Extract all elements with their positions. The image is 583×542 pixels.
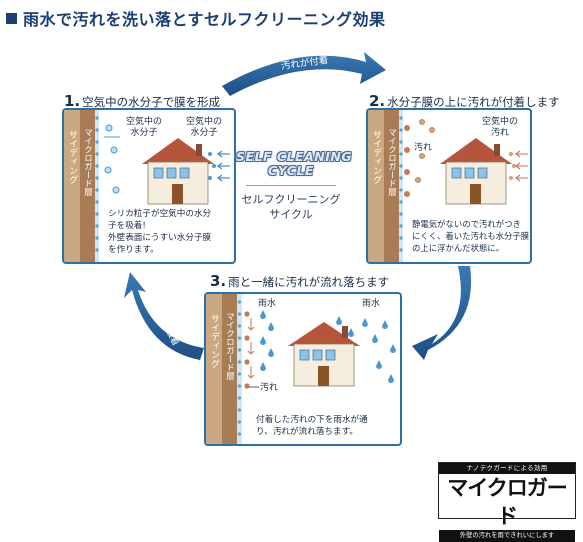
cycle-subtitle-line2: サイクル xyxy=(269,208,313,221)
panel2-dirt-label: 汚れ xyxy=(414,141,432,153)
airborne-water-icons xyxy=(104,124,120,194)
panel3-micro-guard-label: マイクロガード層 xyxy=(225,312,235,381)
flowing-dirt-icons xyxy=(244,311,250,389)
title-square-icon xyxy=(6,13,17,24)
logo-line2: CYCLE xyxy=(268,163,314,178)
water-molecule-dots xyxy=(237,300,242,436)
attached-dirt-icons xyxy=(404,125,410,197)
brand-footer: 外壁の汚れを雨できれいにします xyxy=(439,530,575,542)
brand-name: マイクロガード xyxy=(447,476,568,528)
house-icon xyxy=(288,322,360,387)
panel3-heading: 3.雨と一緒に汚れが流れ落ちます xyxy=(210,272,390,290)
panel3-rain-a-label: 雨水 xyxy=(258,297,276,309)
downward-flow-arrows xyxy=(247,318,255,379)
water-film xyxy=(399,110,403,262)
panel1-siding-label: サイディング xyxy=(67,130,78,184)
panel1: 空気中の 水分子 空気中の 水分子 シリカ粒子が空気中の水分 子を吸着! 外壁表… xyxy=(62,108,236,264)
micro-guard-brand-badge: ナノテクガードによる効用 マイクロガード 外壁の汚れを雨できれいにします xyxy=(438,462,576,542)
logo-line1: SELF CLEANING xyxy=(236,149,353,164)
panel3-rain-b-label: 雨水 xyxy=(362,297,380,309)
panel2-desc-line2: にくく、着いた汚れも水分子膜 xyxy=(412,231,530,241)
panel2-heading: 2.水分子膜の上に汚れが付着します xyxy=(369,92,560,110)
panel1-desc-line4: を作ります。 xyxy=(108,243,159,255)
panel1-heading: 1.空気中の水分子で膜を形成 xyxy=(64,92,221,110)
right-cycle-arrow xyxy=(412,266,472,360)
micro-guard-strip xyxy=(222,294,237,444)
raindrop-icons xyxy=(260,310,396,383)
panel1-label-b-line1: 空気中の xyxy=(186,115,222,127)
panel1-label-a-line1: 空気中の xyxy=(126,115,162,127)
top-cycle-arrow xyxy=(222,52,386,96)
cycle-arrows: 汚れが付着 雨が降る 水分子が再吸着 xyxy=(124,52,472,360)
logo-separator xyxy=(246,185,336,186)
dirt-approach-arrows xyxy=(515,150,528,182)
left-cycle-arrow xyxy=(124,272,204,360)
panel1-micro-guard-label: マイクロガード層 xyxy=(83,128,93,197)
panel1-desc-line3: 外壁表面にうすい水分子膜 xyxy=(108,231,212,243)
panel3-desc-line1: 付着した汚れの下を雨水が通 xyxy=(256,413,368,425)
panel1-label-b-line2: 水分子 xyxy=(190,126,217,138)
self-cleaning-cycle-logo: SELF CLEANING CYCLE セルフクリーニング サイクル xyxy=(236,149,353,222)
airborne-dirt-icons xyxy=(415,119,435,183)
house-icon xyxy=(142,138,214,205)
water-molecule-dots xyxy=(399,116,403,252)
water-film xyxy=(95,110,99,262)
panel1-label-a-line2: 水分子 xyxy=(130,126,157,138)
panel1-desc-line2: 子を吸着! xyxy=(108,219,146,231)
panel2-siding-label: サイディング xyxy=(371,130,382,184)
panel2-air-dirt-line1: 空気中の xyxy=(482,115,518,127)
panel2-air-dirt-line2: 汚れ xyxy=(491,126,509,138)
panel2-micro-guard-label: マイクロガード層 xyxy=(387,128,397,197)
house-icon xyxy=(440,138,512,205)
panel3: 雨水 雨水 汚れ 付着した汚れの下を雨水が通 り、汚れが流れ落ちます。 サイディ… xyxy=(204,292,402,446)
title-text: 雨水で汚れを洗い落とすセルフクリーニング効果 xyxy=(23,10,386,29)
cycle-subtitle-line1: セルフクリーニング xyxy=(241,193,341,206)
panel3-desc-line2: り、汚れが流れ落ちます。 xyxy=(256,425,358,437)
panel3-siding-label: サイディング xyxy=(209,314,220,368)
micro-guard-strip xyxy=(80,110,95,262)
water-molecule-dots xyxy=(95,116,99,252)
water-approach-arrows xyxy=(217,150,230,182)
siding-strip xyxy=(64,110,80,262)
panel2-desc-line3: の上に浮かんだ状態に。 xyxy=(412,243,504,253)
page-title: 雨水で汚れを洗い落とすセルフクリーニング効果 xyxy=(6,6,386,30)
siding-strip xyxy=(206,294,222,444)
siding-strip xyxy=(368,110,384,262)
panel1-desc-line1: シリカ粒子が空気中の水分 xyxy=(108,207,212,219)
panel3-dirt-label: 汚れ xyxy=(260,381,278,393)
panel2: 汚れ 空気中の 汚れ 静電気がないので汚れがつき にくく、着いた汚れも水分子膜 … xyxy=(366,108,532,264)
brand-tagline: ナノテクガードによる効用 xyxy=(439,463,575,474)
panel2-desc-line1: 静電気がないので汚れがつき xyxy=(412,219,521,229)
micro-guard-strip xyxy=(384,110,399,262)
water-film xyxy=(237,294,242,444)
